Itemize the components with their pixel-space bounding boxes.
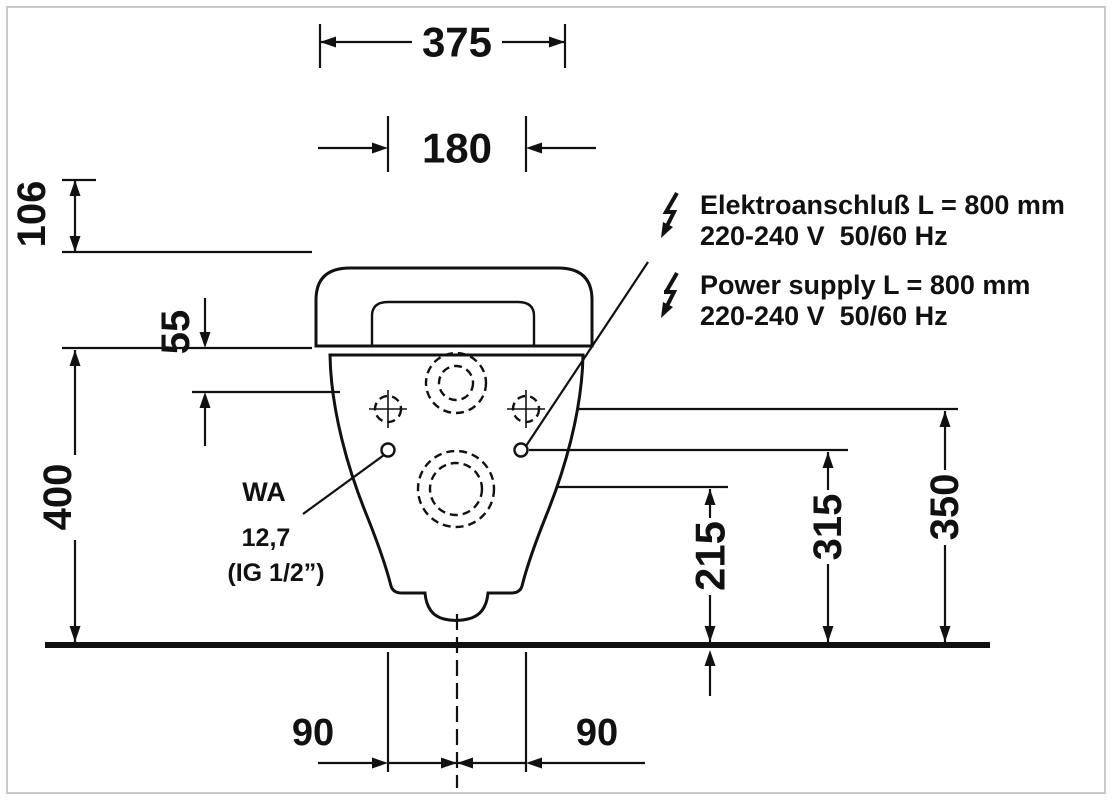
annotation-water-supply: WA 12,7 (IG 1/2”) bbox=[227, 454, 385, 587]
arrowhead bbox=[372, 142, 388, 154]
toilet-front-view bbox=[314, 266, 594, 788]
dim-215-label: 215 bbox=[687, 521, 734, 591]
arrowhead bbox=[69, 350, 81, 366]
arrowhead bbox=[526, 757, 542, 769]
arrowhead bbox=[69, 626, 81, 642]
inlet-circle-inner bbox=[437, 364, 475, 402]
dim-350-label: 350 bbox=[923, 474, 967, 541]
dim-106-label: 106 bbox=[10, 181, 54, 248]
dim-90-left-label: 90 bbox=[292, 712, 334, 754]
dim-outlet-height-215: 215 bbox=[558, 485, 734, 696]
dim-375-label: 375 bbox=[422, 19, 492, 66]
arrowhead bbox=[704, 489, 716, 505]
seat-lid-outline bbox=[314, 266, 594, 348]
wa-label: WA bbox=[242, 477, 286, 507]
annotation-electrical: Elektroanschluß L = 800 mm 220-240 V 50/… bbox=[525, 190, 1065, 447]
electro-en-line2: 220-240 V 50/60 Hz bbox=[700, 301, 948, 331]
drain-circle-outer bbox=[416, 449, 496, 529]
arrowhead bbox=[441, 757, 457, 769]
water-connection-circle bbox=[380, 442, 396, 458]
drain-circle-inner bbox=[428, 461, 484, 517]
arrowhead bbox=[372, 757, 388, 769]
dim-rim-height-400: 400 bbox=[36, 350, 81, 642]
dim-seat-width-375: 375 bbox=[318, 19, 567, 68]
arrowhead bbox=[939, 411, 951, 427]
arrowhead bbox=[704, 626, 716, 642]
arrowhead bbox=[822, 452, 834, 468]
dim-90-right-label: 90 bbox=[576, 712, 618, 754]
ceramic-body-outline bbox=[328, 353, 585, 622]
dim-fixing-height-350: 350 bbox=[578, 407, 967, 642]
arrowhead bbox=[549, 36, 565, 48]
inlet-circle-outer bbox=[424, 351, 488, 415]
dim-seat-thickness-55: 55 bbox=[62, 298, 340, 446]
seat-lid-inner-contour bbox=[370, 300, 536, 346]
wa-size-label: 12,7 bbox=[242, 524, 291, 552]
dim-connection-height-315: 315 bbox=[529, 448, 850, 642]
leader-line-wa bbox=[302, 454, 385, 515]
dim-400-label: 400 bbox=[36, 464, 80, 531]
dim-180-label: 180 bbox=[422, 125, 492, 172]
electro-en-line1: Power supply L = 800 mm bbox=[700, 270, 1030, 300]
power-connection-circle bbox=[513, 442, 529, 458]
dim-315-label: 315 bbox=[806, 494, 850, 561]
electro-de-line2: 220-240 V 50/60 Hz bbox=[700, 221, 948, 251]
arrowhead bbox=[939, 626, 951, 642]
leader-line-power bbox=[525, 261, 649, 447]
arrowhead bbox=[69, 180, 81, 196]
arrowhead bbox=[822, 626, 834, 642]
dim-55-label: 55 bbox=[154, 310, 198, 355]
lightning-bolt-icon bbox=[661, 302, 673, 318]
lightning-bolt-icon bbox=[662, 191, 679, 233]
arrowhead bbox=[199, 392, 211, 408]
dim-lid-height-106: 106 bbox=[10, 178, 312, 254]
arrowhead bbox=[526, 142, 542, 154]
arrowhead bbox=[199, 332, 211, 348]
arrowhead bbox=[704, 650, 716, 666]
arrowhead bbox=[457, 757, 473, 769]
lightning-bolt-icon bbox=[661, 222, 673, 238]
wa-thread-label: (IG 1/2”) bbox=[227, 559, 324, 587]
arrowhead bbox=[69, 236, 81, 252]
electro-de-line1: Elektroanschluß L = 800 mm bbox=[700, 190, 1065, 220]
arrowhead bbox=[320, 36, 336, 48]
dim-hole-spacing-180: 180 bbox=[318, 116, 596, 172]
frame-border bbox=[6, 6, 1106, 794]
dim-bottom-90-90: 90 90 bbox=[292, 652, 645, 772]
